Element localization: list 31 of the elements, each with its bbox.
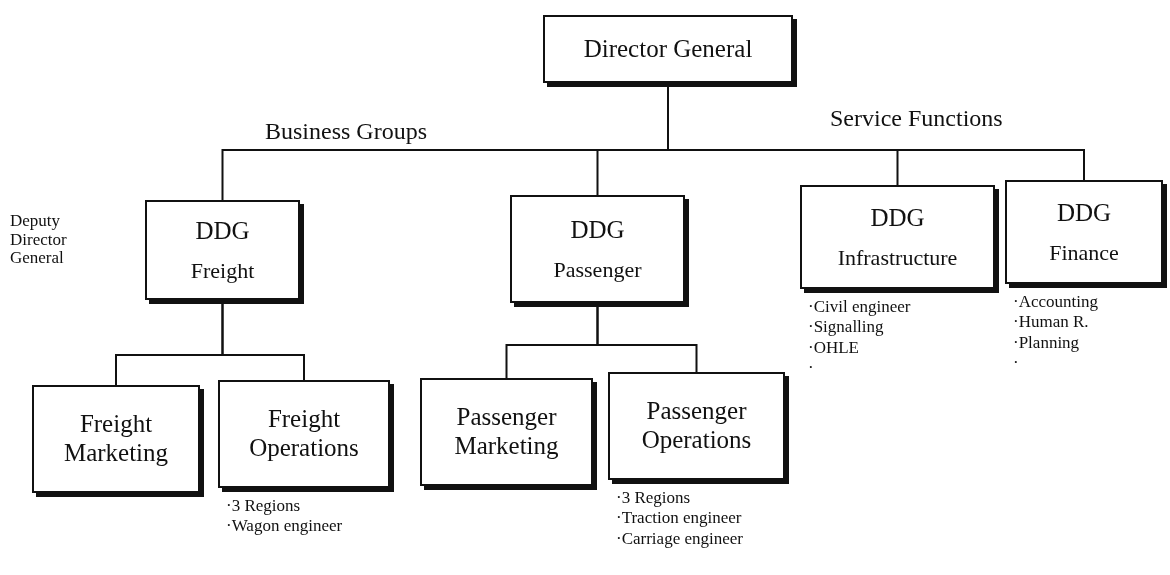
box-heading: DDG xyxy=(570,215,625,245)
box-title: Passenger Operations xyxy=(640,397,753,455)
bullet-item: ·Carriage engineer xyxy=(616,528,743,550)
group-heading: Service Functions xyxy=(830,105,1003,132)
bullet-item: ·OHLE xyxy=(808,337,859,359)
side-note: Deputy Director General xyxy=(10,212,68,269)
box-title: Director General xyxy=(583,34,753,64)
bullet-item: ·3 Regions xyxy=(226,496,301,517)
bullet-item: ·Accounting xyxy=(1013,292,1098,313)
bullet-item: ·Traction engineer xyxy=(616,508,742,529)
box-title: Freight Marketing xyxy=(62,410,170,468)
bullet-item: ·Signalling xyxy=(808,317,884,338)
box-heading: DDG xyxy=(195,216,250,246)
bullet-item: · xyxy=(1013,353,1019,374)
bullet-item: ·3 Regions xyxy=(616,488,691,509)
bullet-item: ·Planning xyxy=(1013,332,1080,354)
bullet-item: ·Wagon engineer xyxy=(226,516,343,537)
box-heading: DDG xyxy=(1056,198,1112,228)
bullet-item: · xyxy=(808,358,814,379)
box-heading: DDG xyxy=(870,203,925,233)
box-title: Freight Operations xyxy=(248,405,360,463)
group-heading: Business Groups xyxy=(265,118,427,145)
bullet-item: ·Human R. xyxy=(1013,312,1089,333)
box-title: Passenger Marketing xyxy=(453,403,560,461)
connector-line xyxy=(596,304,698,373)
connector-line xyxy=(221,301,305,381)
bullet-item: ·Civil engineer xyxy=(808,297,911,318)
box-title: Finance xyxy=(1049,239,1119,265)
box-title: Infrastructure xyxy=(837,244,958,270)
box-title: Passenger xyxy=(553,256,642,282)
box-title: Freight xyxy=(190,257,255,283)
